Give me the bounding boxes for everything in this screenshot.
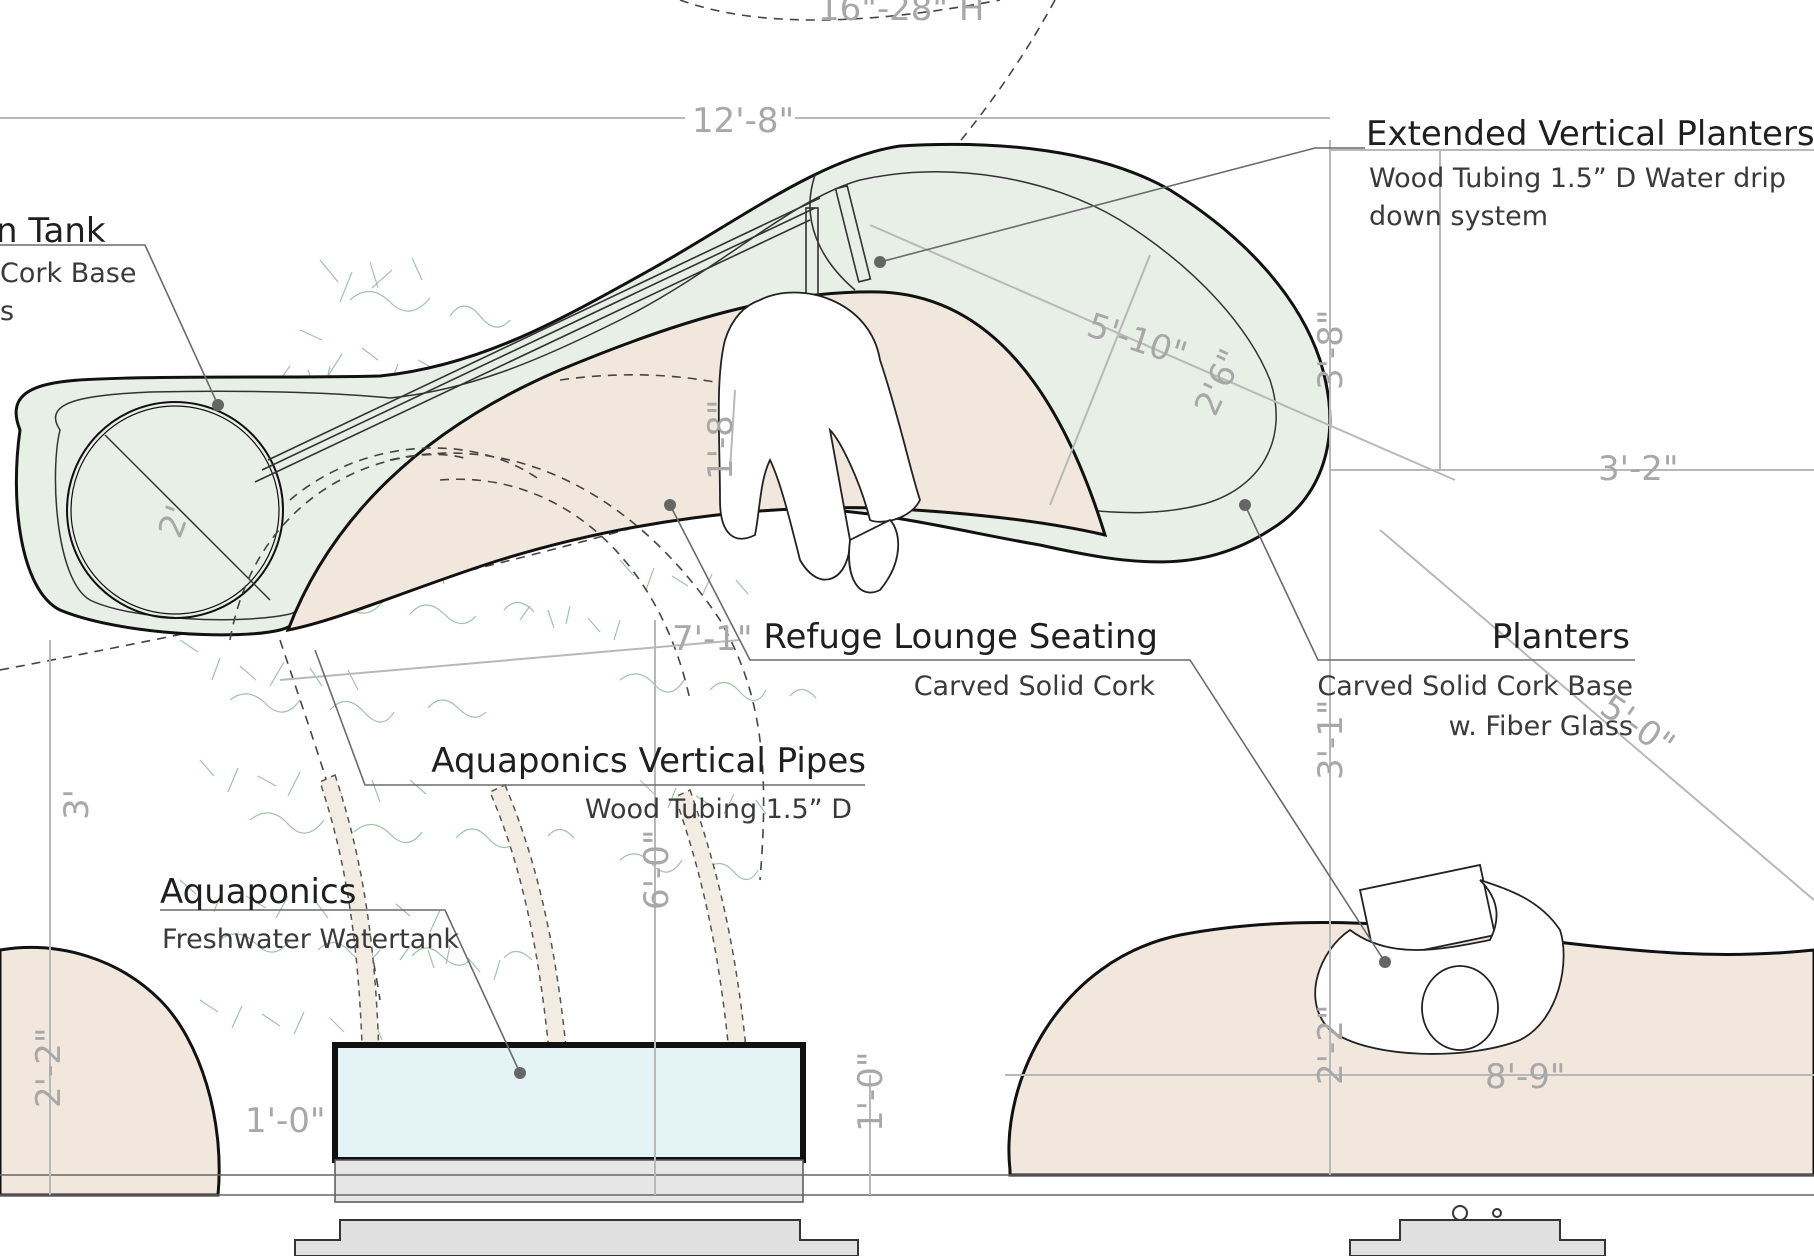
dim-2-2-left: 2'-2" <box>29 1027 69 1108</box>
ground-base <box>0 1174 1814 1256</box>
planters-subtitle-2: w. Fiber Glass <box>1449 711 1633 742</box>
planters-subtitle-1: Carved Solid Cork Base <box>1317 671 1633 702</box>
refuge-lounge-seating-shape <box>285 290 1108 632</box>
planters-title: Planters <box>1492 617 1630 657</box>
dim-1-0-mid: 1'-0" <box>851 1051 891 1132</box>
extended-vertical-planters-title: Extended Vertical Planters <box>1366 114 1814 154</box>
dim-3: 3' <box>57 789 97 820</box>
refuge-lounge-seating-title: Refuge Lounge Seating <box>763 617 1158 657</box>
dim-3-1: 3'-1" <box>1311 699 1351 780</box>
laptop-person-figure <box>1314 863 1565 1055</box>
extended-vertical-planters-subtitle-1: Wood Tubing 1.5” D Water drip <box>1369 163 1786 194</box>
dim-3-2: 3'-2" <box>1598 449 1679 489</box>
tank-title: n Tank <box>0 211 106 251</box>
dim-1-0-left: 1'-0" <box>245 1101 326 1141</box>
tank-subtitle-2: s <box>0 296 14 327</box>
dim-3-8: 3'-8" <box>1311 309 1351 390</box>
dashed-radius-line <box>879 0 1056 231</box>
dim-width-12-8: 12'-8" <box>692 101 794 141</box>
extended-vertical-planters-subtitle-2: down system <box>1369 201 1548 232</box>
aquaponics-tank <box>66 401 284 619</box>
large-dashed-arc <box>0 519 661 671</box>
aquaponics-subtitle: Freshwater Watertank <box>162 924 459 955</box>
aquaponics-title: Aquaponics <box>160 872 356 912</box>
dim-8-9: 8'-9" <box>1485 1057 1566 1097</box>
tank-subtitle-1: Cork Base <box>0 258 136 289</box>
seated-person-figure <box>717 291 921 594</box>
top-seating-arc <box>679 0 1001 21</box>
dim-7-1: 7'-1" <box>672 619 753 659</box>
aquaponics-vertical-pipes-title: Aquaponics Vertical Pipes <box>431 741 866 781</box>
aquaponics-watertank <box>332 1042 806 1203</box>
dim-6-0: 6'-0" <box>637 829 677 910</box>
aquaponics-vertical-pipes-subtitle: Wood Tubing 1.5” D <box>585 794 852 825</box>
dim-top-height: 16"-28" H <box>818 0 984 29</box>
dim-2-2-right: 2'-2" <box>1311 1004 1351 1085</box>
refuge-lounge-seating-subtitle: Carved Solid Cork <box>914 671 1156 702</box>
dimension-lines <box>0 117 1814 1195</box>
dim-1-8: 1'-8" <box>701 399 741 480</box>
leader-lines <box>0 147 1635 1079</box>
lower-left-seating-shape <box>0 946 221 1197</box>
